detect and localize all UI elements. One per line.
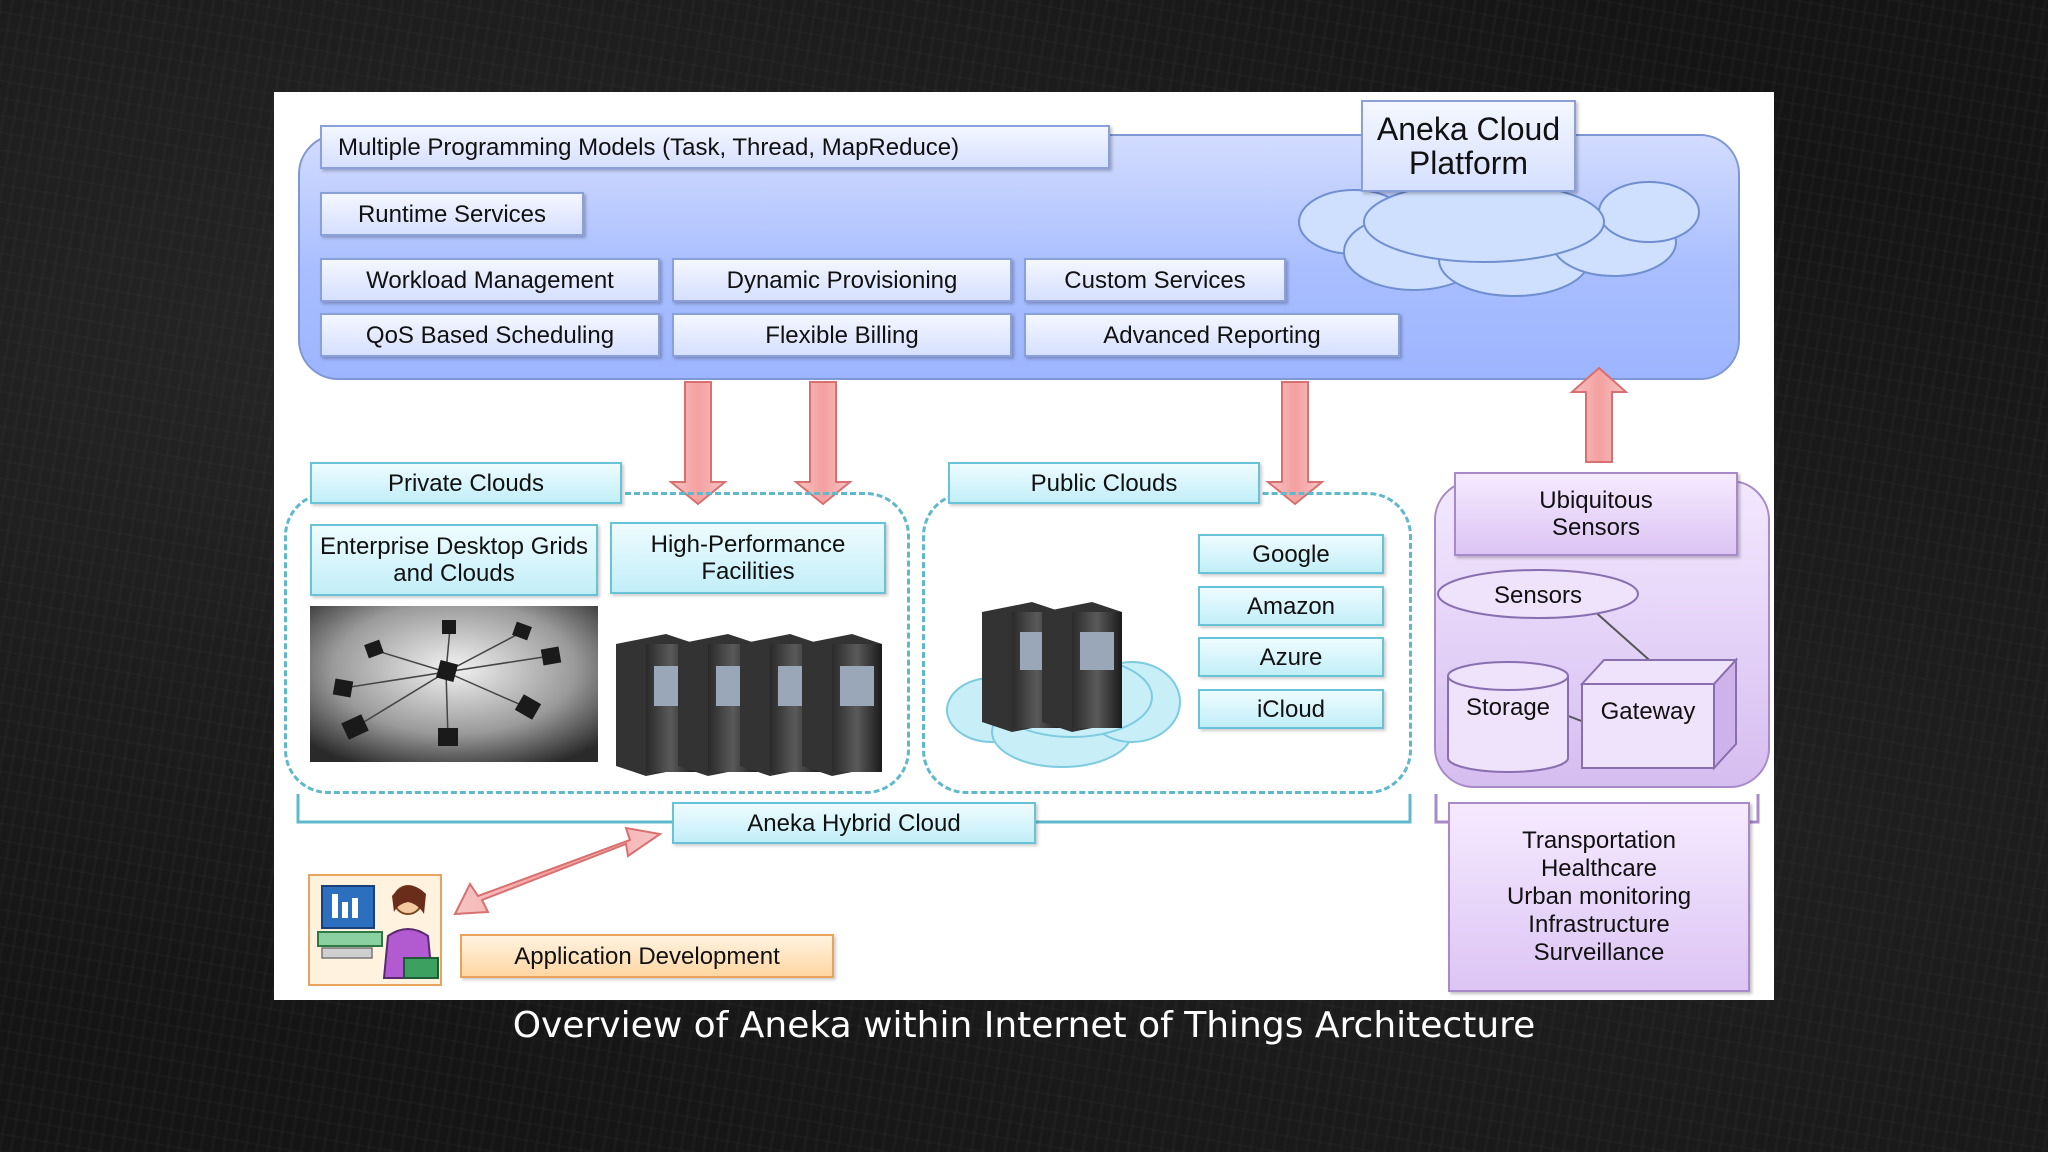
- public-clouds-label: Public Clouds: [948, 462, 1260, 504]
- workload-management-box: Workload Management: [320, 258, 660, 302]
- sensors-network: [1437, 569, 1739, 773]
- slide-caption: Overview of Aneka within Internet of Thi…: [512, 1005, 1536, 1046]
- provider-amazon: Amazon: [1198, 586, 1384, 626]
- ubiquitous-sensors-box: Ubiquitous Sensors: [1454, 472, 1738, 556]
- sensors-ellipse: [1437, 569, 1639, 619]
- platform-cloud-icon: [1298, 181, 1700, 297]
- programming-models-box: Multiple Programming Models (Task, Threa…: [320, 125, 1110, 169]
- runtime-services-box: Runtime Services: [320, 192, 584, 236]
- double-arrow-app-dev: [453, 826, 663, 916]
- application-development-box: Application Development: [460, 934, 834, 978]
- custom-services-box: Custom Services: [1024, 258, 1286, 302]
- flexible-billing-box: Flexible Billing: [672, 313, 1012, 357]
- qos-scheduling-box: QoS Based Scheduling: [320, 313, 660, 357]
- iot-applications-box: Transportation Healthcare Urban monitori…: [1448, 802, 1750, 992]
- hpc-servers-icon: [616, 634, 882, 776]
- provider-azure: Azure: [1198, 637, 1384, 677]
- app-transportation: Transportation: [1522, 827, 1676, 854]
- dynamic-provisioning-box: Dynamic Provisioning: [672, 258, 1012, 302]
- advanced-reporting-box: Advanced Reporting: [1024, 313, 1400, 357]
- provider-icloud: iCloud: [1198, 689, 1384, 729]
- platform-title: Aneka Cloud Platform: [1361, 100, 1576, 192]
- app-surveillance: Surveillance: [1533, 939, 1665, 966]
- enterprise-grids-box: Enterprise Desktop Grids and Clouds: [310, 524, 598, 596]
- architecture-diagram: Aneka Cloud Platform Multiple Programmin…: [274, 92, 1774, 1000]
- storage-label: Storage: [1465, 693, 1551, 721]
- developer-icon: [308, 874, 442, 986]
- public-cloud-servers-icon: [946, 602, 1181, 768]
- storage-cylinder: [1447, 661, 1569, 773]
- grid-network-image: [310, 606, 598, 762]
- app-healthcare: Healthcare: [1540, 855, 1658, 882]
- up-arrow-sensors: [1569, 366, 1629, 463]
- app-infrastructure: Infrastructure: [1528, 911, 1670, 938]
- hybrid-cloud-label: Aneka Hybrid Cloud: [672, 802, 1036, 844]
- sensors-label: Sensors: [1493, 581, 1583, 609]
- app-urban-monitoring: Urban monitoring: [1506, 883, 1692, 910]
- gateway-cube: [1579, 657, 1739, 771]
- provider-google: Google: [1198, 534, 1384, 574]
- private-clouds-label: Private Clouds: [310, 462, 622, 504]
- hpc-facilities-box: High-Performance Facilities: [610, 522, 886, 594]
- gateway-label: Gateway: [1600, 697, 1696, 725]
